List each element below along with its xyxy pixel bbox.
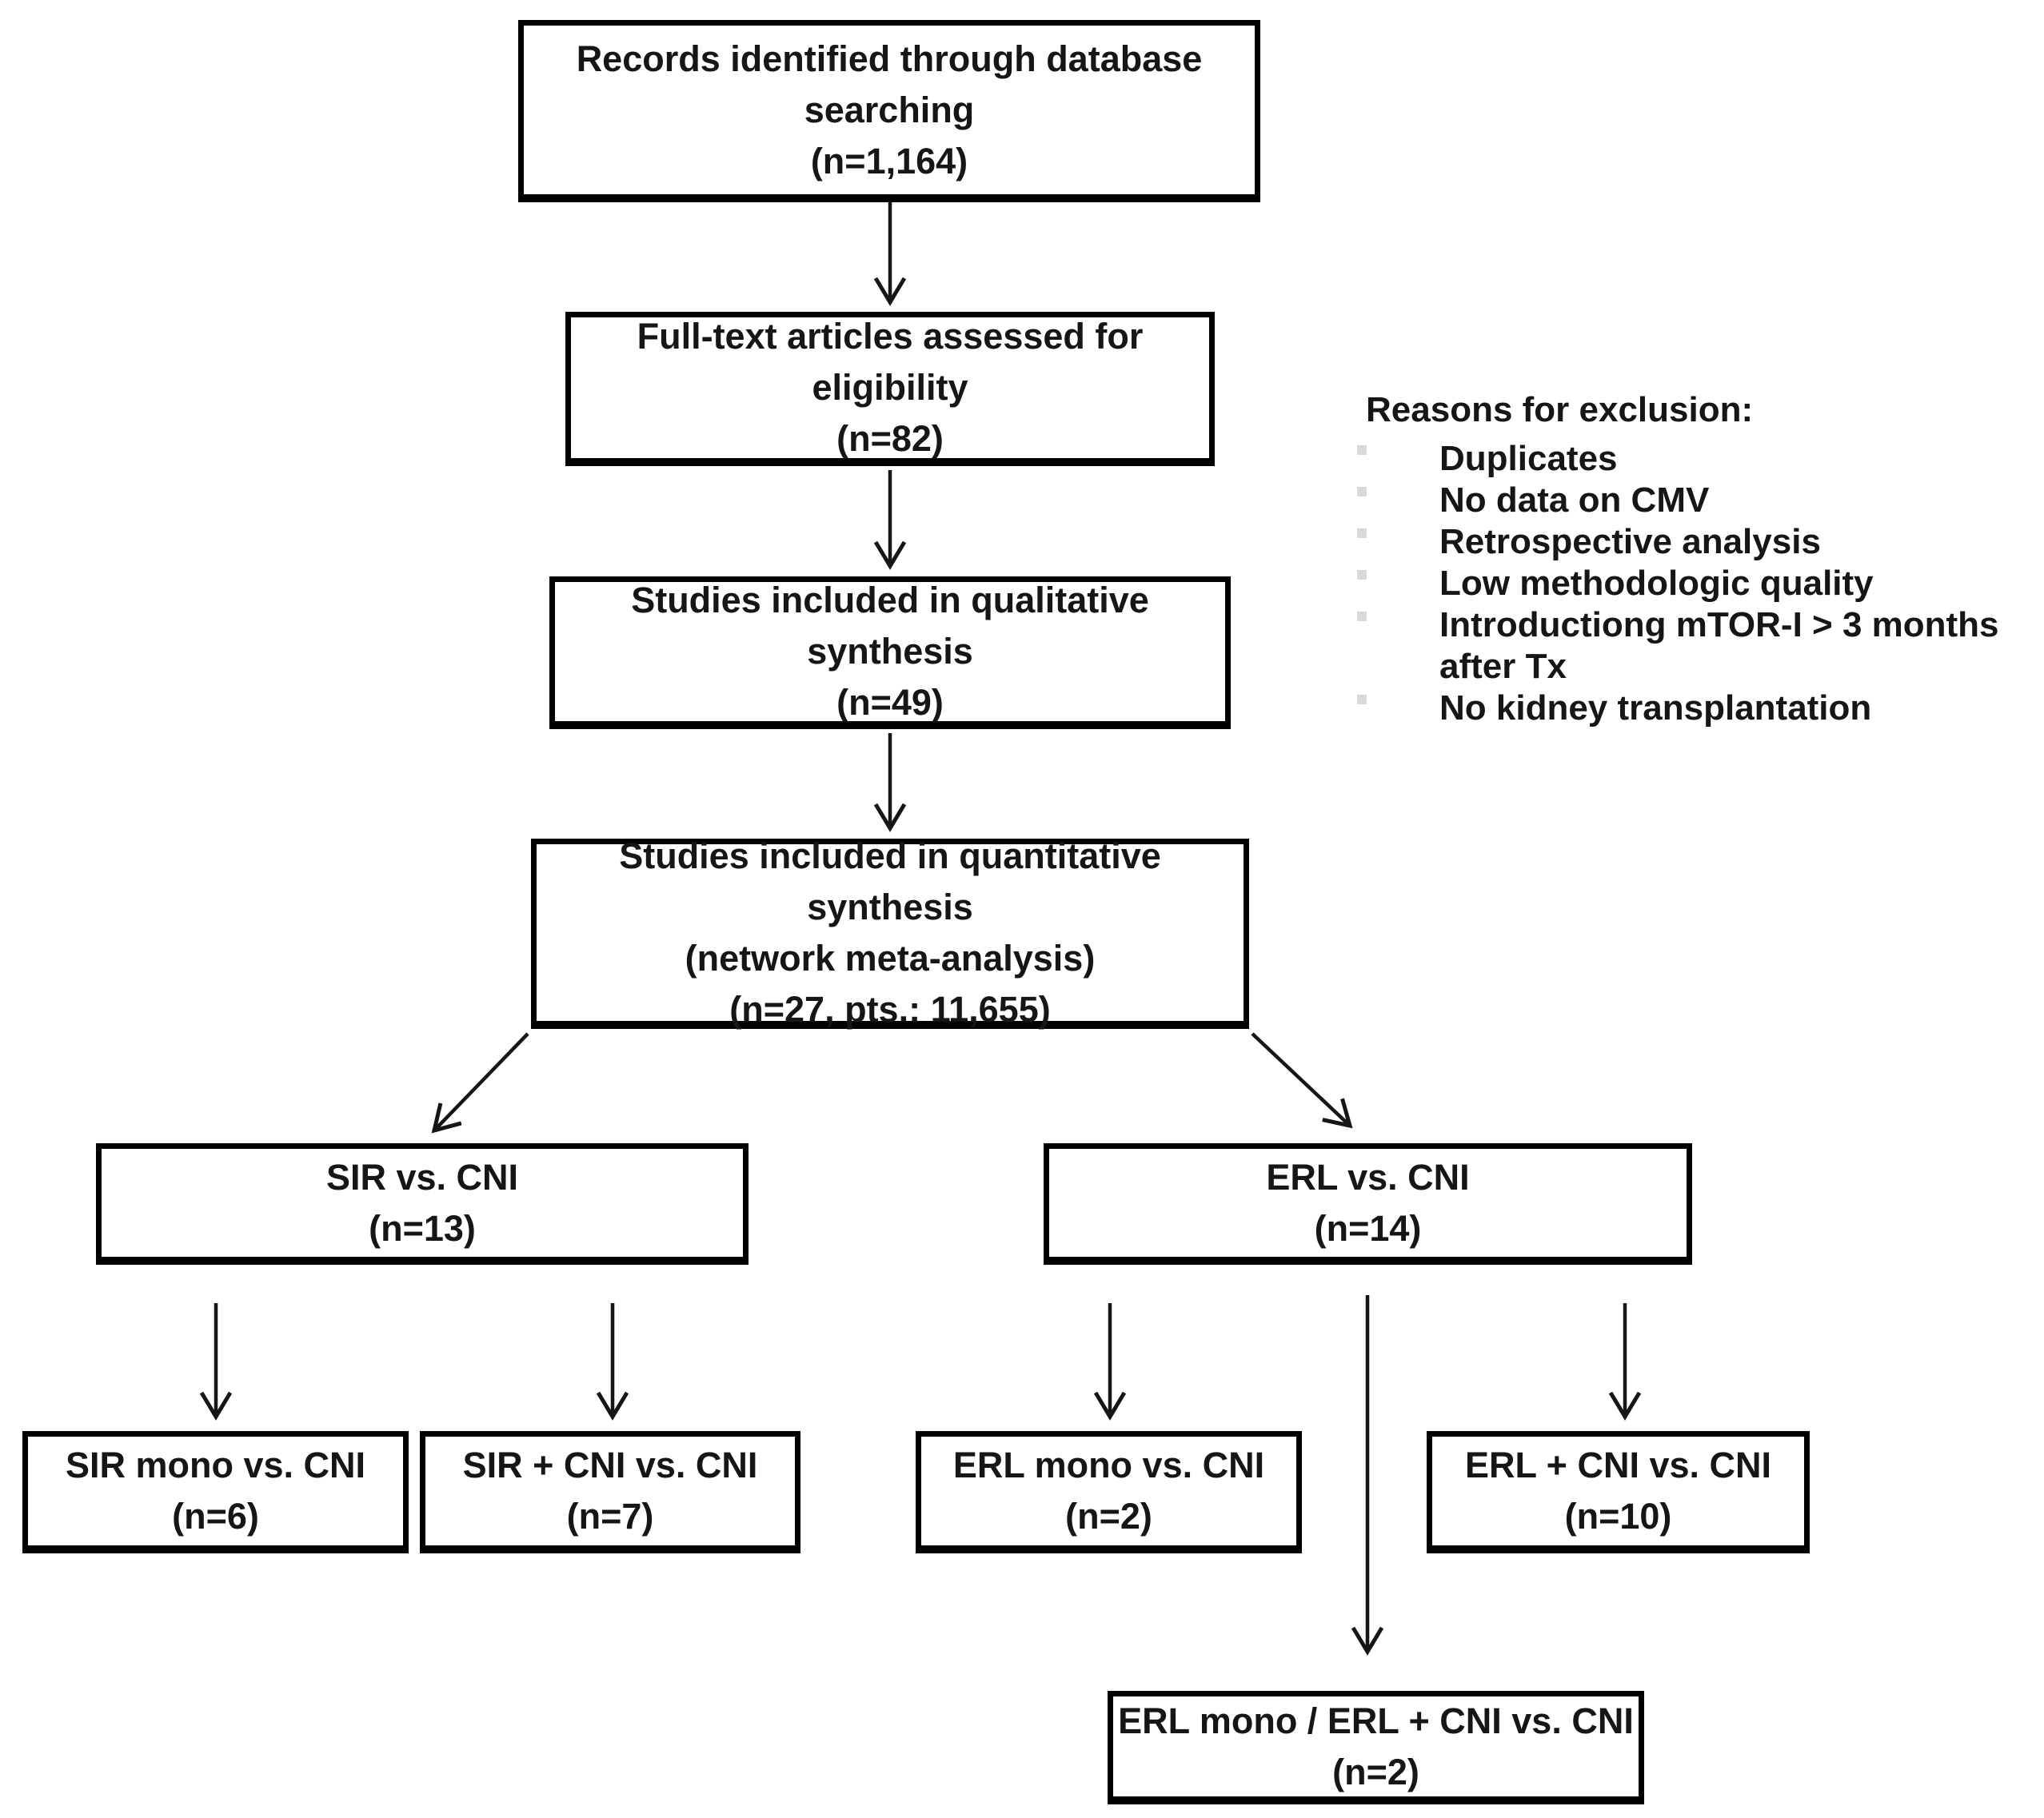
exclusion-item: No kidney transplantation: [1357, 688, 2044, 729]
box-erl-cni-label: ERL + CNI vs. CNI: [1464, 1445, 1772, 1485]
box-quantitative-sublabel: (network meta-analysis): [685, 937, 1096, 979]
box-erl-plus-cni-vs-cni: ERL + CNI vs. CNI (n=10): [1427, 1431, 1810, 1553]
box-erl-cni-count: (n=10): [1564, 1496, 1672, 1537]
exclusion-item-text: Duplicates: [1439, 439, 1618, 478]
bullet-square-icon: [1357, 487, 1367, 496]
box-erl-combined-count: (n=2): [1332, 1751, 1419, 1792]
exclusion-item: Duplicates: [1357, 438, 2044, 480]
bullet-square-icon: [1357, 570, 1367, 580]
bullet-square-icon: [1357, 528, 1367, 538]
exclusion-item: Low methodologic quality: [1357, 563, 2044, 604]
exclusion-reasons-list: Duplicates No data on CMV Retrospective …: [1357, 438, 2044, 729]
box-qualitative-label: Studies included in qualitative synthesi…: [631, 580, 1149, 672]
exclusion-item-text: Introductiong mTOR-I > 3 months after Tx: [1439, 605, 1999, 686]
box-erl-mono-count: (n=2): [1065, 1496, 1152, 1537]
box-fulltext-label: Full-text articles assessed for eligibil…: [637, 316, 1144, 408]
box-erl-count: (n=14): [1314, 1207, 1422, 1249]
box-records-label: Records identified through database sear…: [576, 38, 1203, 130]
exclusion-item-text: Retrospective analysis: [1439, 522, 1821, 561]
exclusion-reasons-block: Reasons for exclusion: Duplicates No dat…: [1357, 389, 2044, 729]
exclusion-item: No data on CMV: [1357, 480, 2044, 521]
box-sir-count: (n=13): [369, 1207, 476, 1249]
box-sir-vs-cni: SIR vs. CNI (n=13): [96, 1143, 749, 1265]
bullet-square-icon: [1357, 695, 1367, 704]
box-fulltext-assessed: Full-text articles assessed for eligibil…: [565, 312, 1215, 466]
exclusion-item: Retrospective analysis: [1357, 521, 2044, 563]
box-erl-mono-vs-cni: ERL mono vs. CNI (n=2): [916, 1431, 1302, 1553]
exclusion-item-text: Low methodologic quality: [1439, 564, 1874, 603]
box-fulltext-count: (n=82): [836, 418, 944, 459]
box-erl-vs-cni: ERL vs. CNI (n=14): [1044, 1143, 1692, 1265]
bullet-square-icon: [1357, 445, 1367, 455]
box-quantitative-label: Studies included in quantitative synthes…: [619, 835, 1161, 927]
exclusion-item-text: No data on CMV: [1439, 480, 1710, 520]
box-erl-combined-label: ERL mono / ERL + CNI vs. CNI: [1118, 1700, 1634, 1741]
box-sir-mono-label: SIR mono vs. CNI: [65, 1445, 366, 1485]
arrow-quantitative-to-sir: [431, 1032, 529, 1134]
box-qualitative-synthesis: Studies included in qualitative synthesi…: [549, 576, 1231, 729]
arrow-quantitative-to-erl: [1251, 1032, 1353, 1129]
box-sir-plus-cni-vs-cni: SIR + CNI vs. CNI (n=7): [420, 1431, 800, 1553]
box-sir-cni-label: SIR + CNI vs. CNI: [462, 1445, 758, 1485]
box-records-count: (n=1,164): [810, 140, 968, 181]
box-quantitative-count: (n=27, pts.: 11,655): [729, 988, 1051, 1030]
exclusion-item: Introductiong mTOR-I > 3 months after Tx: [1357, 604, 2044, 688]
box-records-identified: Records identified through database sear…: [518, 20, 1260, 202]
box-qualitative-count: (n=49): [836, 682, 944, 723]
exclusion-reasons-title: Reasons for exclusion:: [1366, 390, 1754, 429]
bullet-square-icon: [1357, 612, 1367, 621]
exclusion-item-text: No kidney transplantation: [1439, 688, 1872, 728]
box-sir-cni-count: (n=7): [566, 1496, 654, 1537]
box-erl-mono-label: ERL mono vs. CNI: [952, 1445, 1265, 1485]
box-sir-mono-vs-cni: SIR mono vs. CNI (n=6): [22, 1431, 409, 1553]
box-quantitative-synthesis: Studies included in quantitative synthes…: [531, 835, 1249, 1030]
box-sir-label: SIR vs. CNI: [325, 1156, 519, 1198]
box-erl-label: ERL vs. CNI: [1266, 1156, 1470, 1198]
box-sir-mono-count: (n=6): [172, 1496, 259, 1537]
box-erl-mono-or-erl-plus-cni-vs-cni: ERL mono / ERL + CNI vs. CNI (n=2): [1108, 1691, 1644, 1804]
